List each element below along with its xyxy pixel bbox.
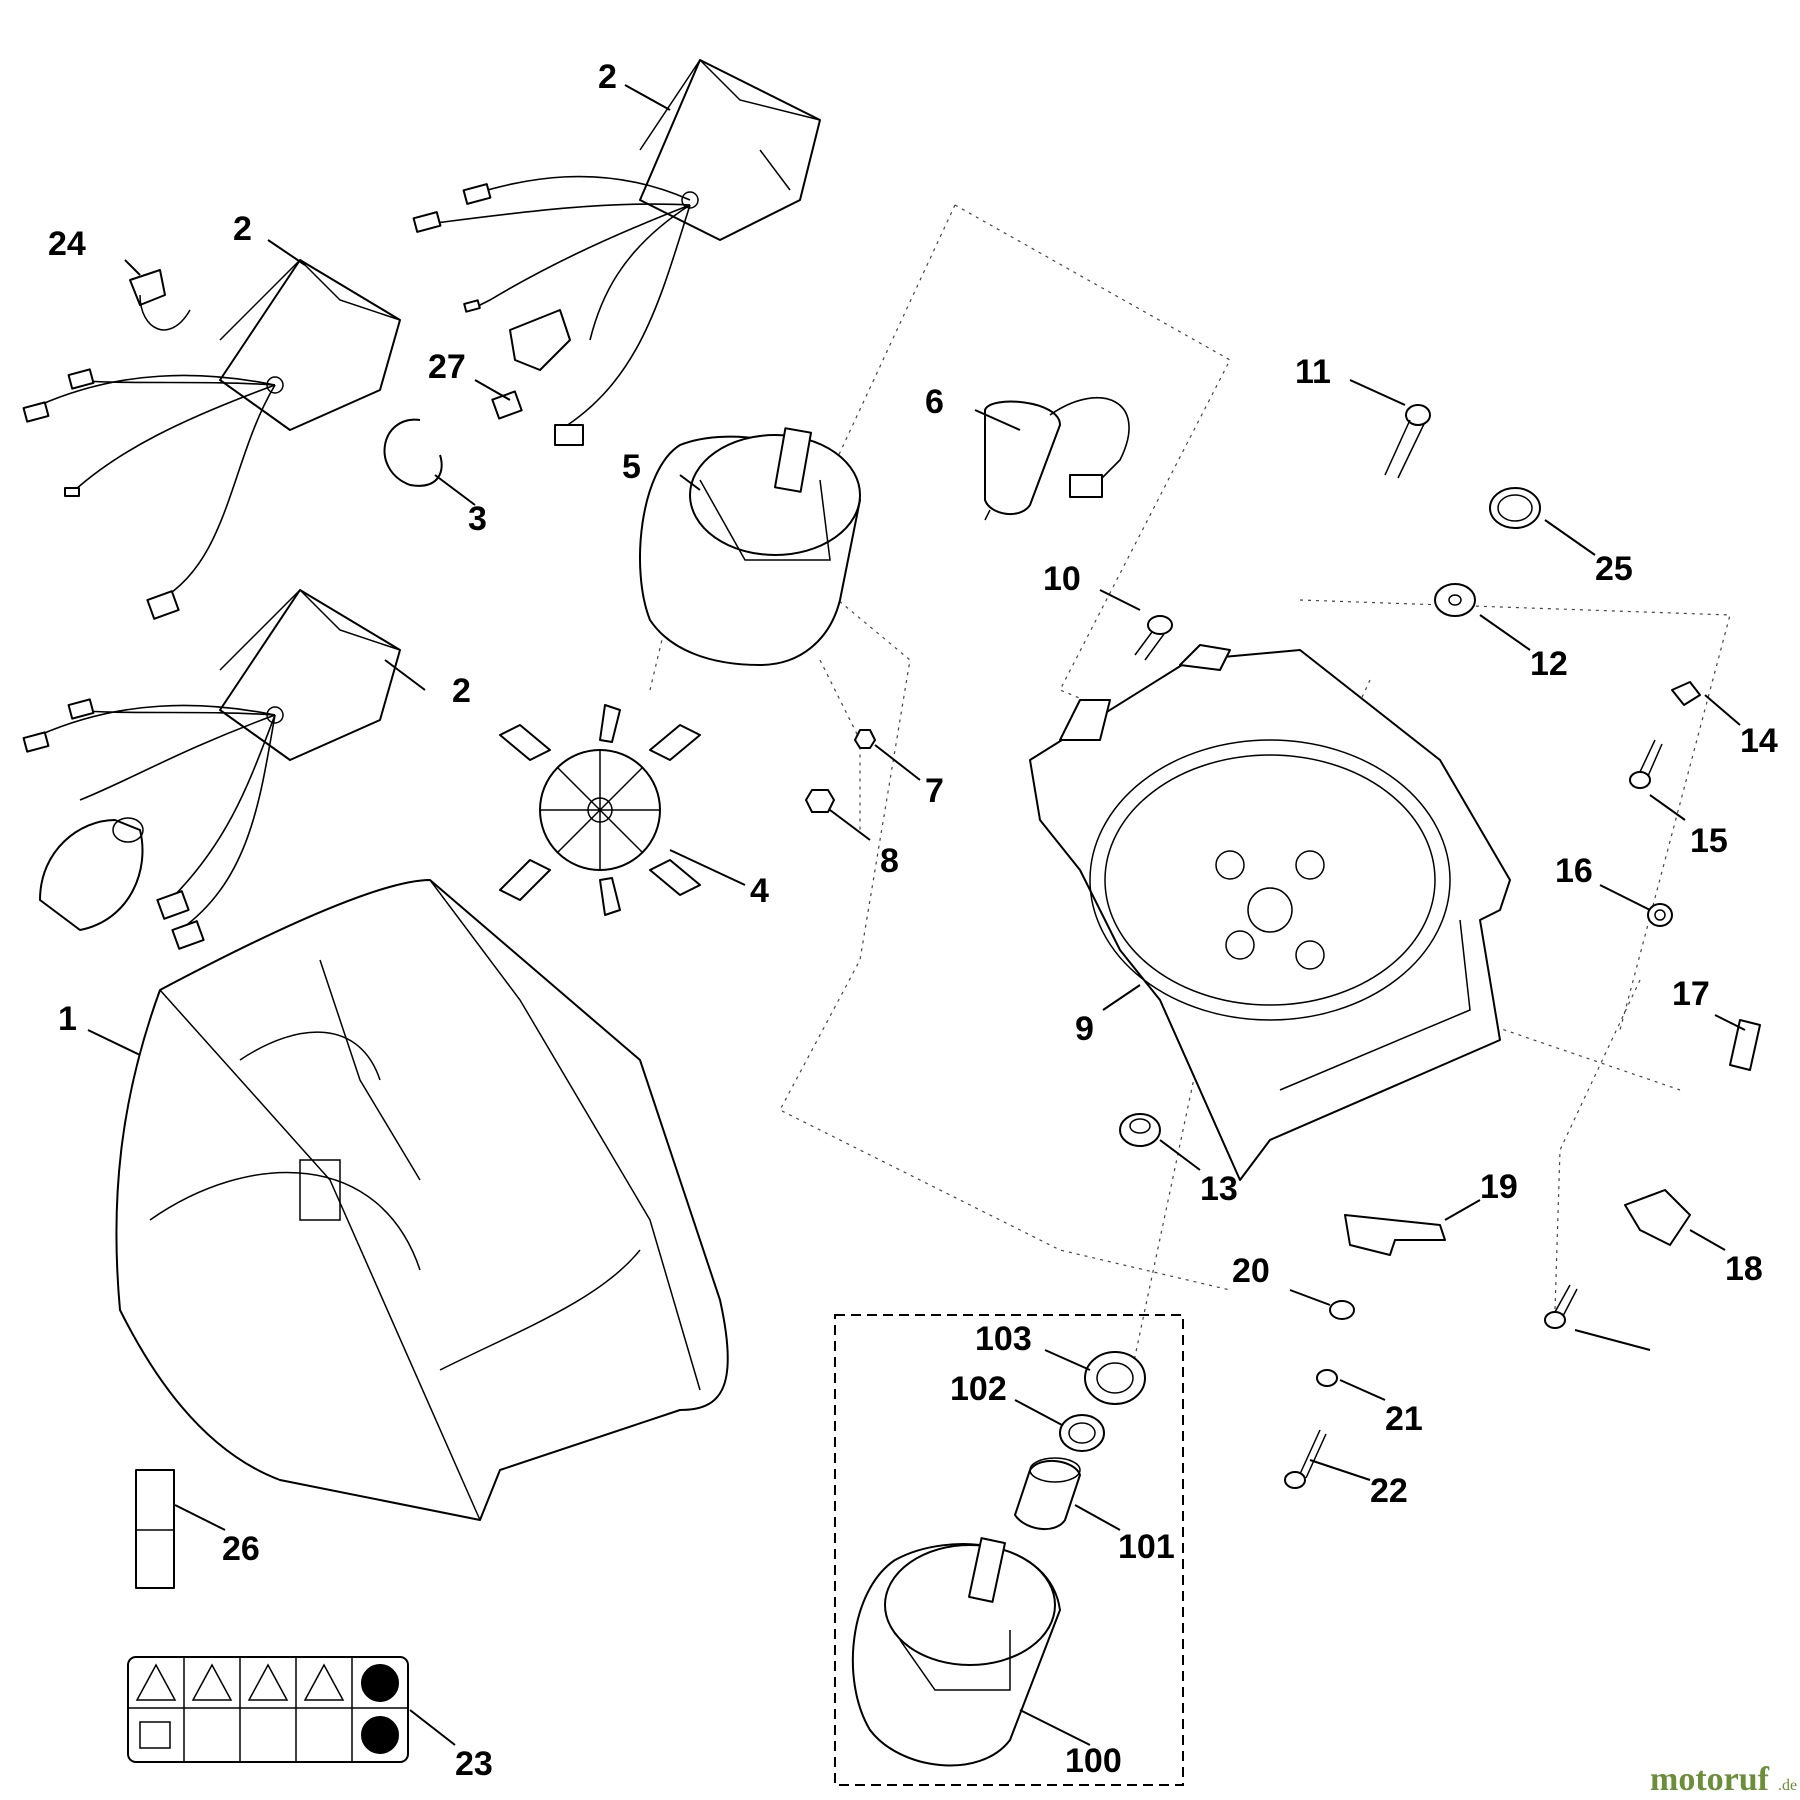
callout-101: 101 (1118, 1528, 1175, 1566)
callout-21: 21 (1385, 1400, 1423, 1438)
callout-23: 23 (455, 1745, 493, 1783)
warning-strip (135, 1469, 175, 1589)
callout-labels: 1 2 2 2 3 4 5 6 7 8 9 10 11 12 13 14 15 … (48, 58, 1778, 1783)
watermark: motoruf .de (1650, 1761, 1797, 1798)
sleeve (491, 390, 523, 420)
callout-5: 5 (622, 448, 641, 486)
callout-11: 11 (1295, 353, 1331, 391)
nut-16 (1647, 903, 1673, 927)
washer-12 (1434, 583, 1476, 617)
callout-10: 10 (1043, 560, 1081, 598)
callout-1: 1 (58, 1000, 77, 1038)
watermark-brand: motoruf (1650, 1761, 1770, 1798)
seal-25 (1489, 487, 1541, 529)
cable-plug (39, 817, 144, 931)
cap-14 (1671, 681, 1701, 706)
capacitor (984, 397, 1130, 521)
switch-box-top (639, 59, 821, 241)
ring-102 (1059, 1414, 1105, 1452)
leader-lines (87, 84, 1746, 1746)
washer-21 (1316, 1369, 1338, 1387)
callout-19: 19 (1480, 1168, 1518, 1206)
motor-housing (1029, 644, 1511, 1181)
washer-20 (1329, 1300, 1355, 1320)
inset-box (834, 1314, 1184, 1786)
callout-16: 16 (1555, 852, 1593, 890)
callout-103: 103 (975, 1320, 1032, 1358)
callout-13: 13 (1200, 1170, 1238, 1208)
callout-9: 9 (1075, 1010, 1094, 1048)
cable-clip (129, 269, 191, 331)
callout-18: 18 (1725, 1250, 1763, 1288)
bushing-101 (1014, 1457, 1081, 1531)
callout-25: 25 (1595, 550, 1633, 588)
switch-box-left (219, 259, 401, 431)
callout-22: 22 (1370, 1472, 1408, 1510)
callout-4: 4 (750, 872, 769, 910)
callout-2-left: 2 (233, 210, 252, 248)
callout-2-top: 2 (598, 58, 617, 96)
callout-6: 6 (925, 383, 944, 421)
bracket-18 (1624, 1189, 1691, 1246)
callout-14: 14 (1740, 722, 1778, 760)
callout-27: 27 (428, 348, 466, 386)
callout-102: 102 (950, 1370, 1007, 1408)
nut-8 (805, 789, 835, 813)
screw-15-lower (1544, 1284, 1578, 1329)
washer-7 (854, 729, 876, 749)
wiring-harnesses (39, 175, 691, 931)
callout-3: 3 (468, 500, 487, 538)
callout-20: 20 (1232, 1252, 1270, 1290)
fan-impeller (499, 704, 701, 916)
callout-26: 26 (222, 1530, 260, 1568)
screw-15-upper (1629, 739, 1663, 789)
callout-15-upper: 15 (1690, 822, 1728, 860)
grommet-13 (1119, 1113, 1161, 1147)
housing-cover (115, 879, 729, 1521)
callout-7: 7 (925, 772, 944, 810)
callout-24: 24 (48, 225, 86, 263)
connectors (22, 183, 584, 950)
watermark-tld: .de (1778, 1777, 1797, 1794)
switch-box-middle (219, 589, 401, 761)
screw-10 (1134, 615, 1173, 661)
motor (639, 427, 861, 666)
callout-12: 12 (1530, 645, 1568, 683)
callout-17: 17 (1672, 975, 1710, 1013)
sensor-17 (1729, 1019, 1761, 1071)
callout-100: 100 (1065, 1742, 1122, 1780)
bracket-19 (1344, 1214, 1446, 1256)
bolt-22 (1284, 1429, 1327, 1489)
retaining-ring (383, 418, 443, 487)
motor-100 (851, 1537, 1061, 1767)
callout-2-middle: 2 (452, 672, 471, 710)
bolt-11 (1384, 404, 1431, 479)
safety-label (127, 1656, 409, 1763)
callout-8: 8 (880, 842, 899, 880)
seal-103 (1084, 1351, 1146, 1405)
